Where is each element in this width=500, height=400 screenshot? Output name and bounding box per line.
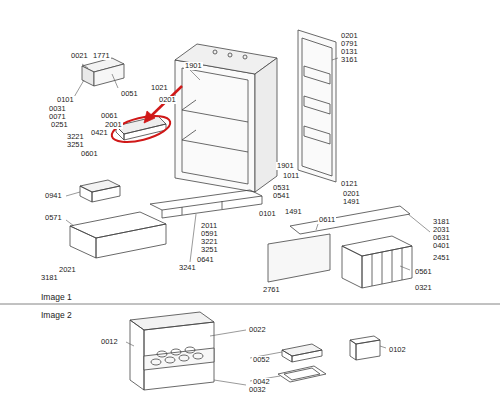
callout-number: 3221	[66, 133, 85, 141]
callout-number: 0071	[48, 113, 67, 121]
callout-number: 0941	[44, 192, 63, 200]
callout-number: 3181	[432, 218, 451, 226]
callout-number: 0201	[340, 32, 359, 40]
callout-number: 0052	[252, 356, 271, 364]
callout-number: 0102	[388, 346, 407, 354]
callout-number: 0201	[158, 96, 177, 104]
callout-number: 2001	[104, 121, 123, 129]
callout-number: 3251	[66, 141, 85, 149]
bracket	[350, 336, 380, 360]
callout-number: 0251	[50, 121, 69, 129]
callout-number: 0061	[100, 112, 119, 120]
callout-number: 0042	[252, 378, 271, 386]
callout-number: 1491	[284, 208, 303, 216]
ice-module	[82, 58, 124, 86]
callout-number: 0421	[90, 129, 109, 137]
callout-number: 1011	[282, 172, 300, 180]
callout-number: 1491	[342, 198, 361, 206]
callout-number: 0321	[414, 284, 433, 292]
bin-side	[80, 186, 92, 202]
callout-number: 0121	[340, 180, 359, 188]
callout-number: 0641	[196, 256, 215, 264]
callout-number: 0032	[248, 386, 267, 394]
callout-number: 0051	[120, 90, 139, 98]
callout-number: 0601	[80, 150, 99, 158]
shelf-part	[109, 86, 182, 147]
callout-number: 0012	[100, 338, 119, 346]
callout-number: 0561	[414, 268, 433, 276]
refrigerator-door	[298, 30, 336, 182]
callout-number: 2011	[200, 222, 218, 230]
separator-line	[0, 304, 500, 305]
callout-number: 0591	[200, 230, 219, 238]
callout-number: 3241	[178, 264, 197, 272]
callout-number: 2451	[432, 254, 451, 262]
cabinet	[175, 44, 277, 192]
callout-number: 1771	[92, 52, 111, 60]
cover-and-tray	[278, 344, 326, 382]
callout-number: 3221	[200, 238, 219, 246]
drawer-frame	[290, 206, 410, 234]
callout-number: 0131	[340, 48, 359, 56]
callout-number: 0611	[318, 216, 336, 224]
freezer-basket	[70, 212, 166, 258]
callout-number: 0022	[248, 326, 267, 334]
drawer-front	[268, 234, 330, 282]
callout-number: 2031	[432, 226, 451, 234]
callout-number: 0571	[44, 214, 63, 222]
egg-compartment	[130, 312, 214, 390]
bin-front	[92, 186, 120, 202]
callout-number: 3251	[200, 246, 219, 254]
callout-number: 0531	[272, 184, 291, 192]
callout-number: 1901	[184, 62, 203, 70]
callout-number: 0791	[340, 40, 359, 48]
callout-number: 2761	[262, 286, 281, 294]
callout-number: 1901	[276, 162, 295, 170]
callout-number: 3161	[340, 56, 359, 64]
callout-number: 0101	[258, 210, 277, 218]
callout-number: 0401	[432, 242, 451, 250]
callout-number: 0021	[70, 52, 89, 60]
callout-number: 0631	[432, 234, 451, 242]
drawer-basket	[342, 236, 412, 288]
callout-number: 1021	[150, 84, 169, 92]
callout-number: 0031	[48, 105, 67, 113]
slide-rails	[150, 190, 262, 218]
callout-number: 0541	[272, 192, 291, 200]
view-title: Image 1	[40, 292, 73, 302]
callout-number: 3181	[40, 274, 59, 282]
callout-number: 0201	[342, 190, 361, 198]
leader-lines	[66, 58, 430, 385]
view-title: Image 2	[40, 310, 73, 320]
callout-number: 2021	[58, 266, 77, 274]
callout-number: 0101	[56, 96, 75, 104]
